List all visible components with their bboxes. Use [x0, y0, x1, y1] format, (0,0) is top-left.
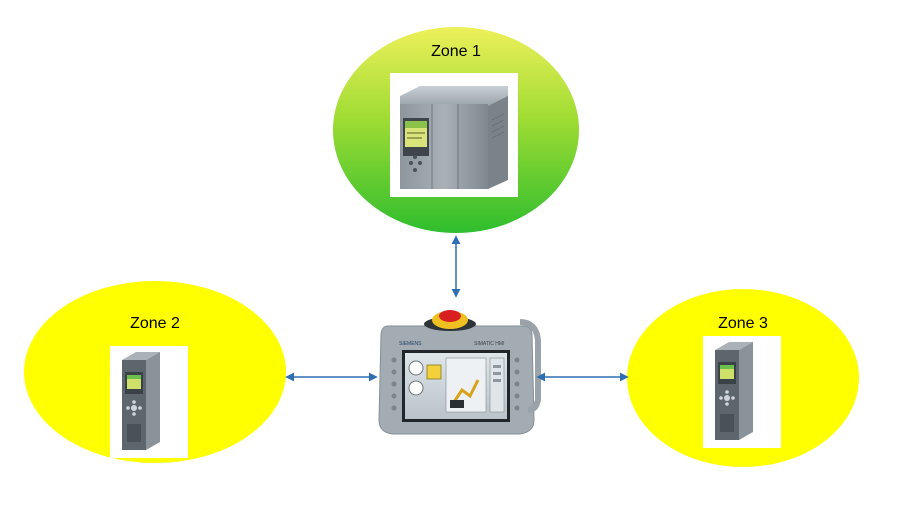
zone-1-label: Zone 1	[431, 43, 481, 60]
mobile-hmi-panel: SIEMENS SIMATIC HMI	[378, 310, 541, 435]
zone-2: Zone 2	[22, 279, 288, 465]
zone-2-label: Zone 2	[130, 315, 180, 332]
hmi-brand-label: SIEMENS	[399, 341, 422, 347]
connections	[285, 235, 629, 382]
emergency-stop-icon	[424, 310, 476, 331]
zone-3: Zone 3	[625, 287, 861, 469]
zone-1: Zone 1	[331, 25, 581, 235]
large-plc-image	[390, 73, 518, 197]
compact-plc-image-zone-3	[703, 336, 781, 448]
hmi-model-label: SIMATIC HMI	[474, 341, 504, 347]
compact-plc-image-zone-2	[110, 346, 188, 458]
zone-3-label: Zone 3	[718, 315, 768, 332]
